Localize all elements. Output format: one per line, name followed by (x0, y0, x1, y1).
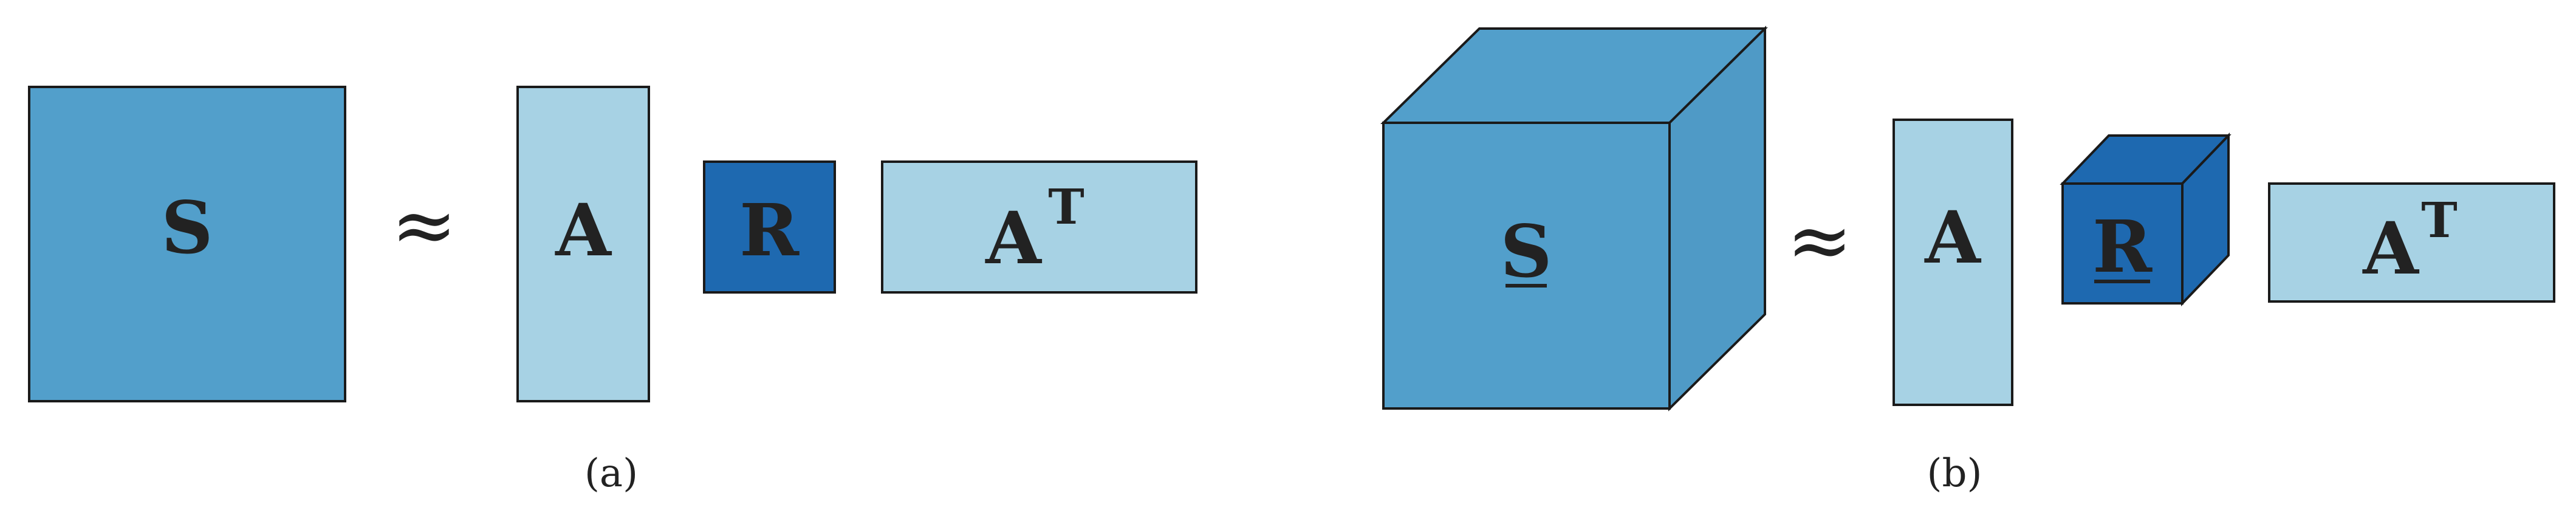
tensor-s-front-face (1382, 122, 1671, 410)
matrix-at-a (881, 160, 1197, 294)
matrix-a-b-label: A (1924, 195, 1981, 280)
matrix-s-a (28, 86, 346, 402)
approx-symbol-a: ≈ (391, 179, 457, 271)
matrix-a-a-label: A (555, 188, 612, 272)
matrix-at-b (2268, 182, 2555, 303)
matrix-a-b (1893, 119, 2013, 406)
panel-b: S ≈ A R A T (b) (1380, 26, 2555, 496)
panel-a: S ≈ A R A T (a) (28, 86, 1197, 496)
caption-a: (a) (584, 451, 638, 496)
matrix-r-a-label: R (739, 188, 800, 272)
matrix-at-a-label: A (985, 196, 1042, 280)
matrix-s-a-label: S (161, 185, 213, 270)
matrix-a-a (516, 86, 650, 402)
matrix-at-b-label: A (2362, 206, 2419, 291)
matrix-at-a-superscript: T (1048, 178, 1084, 235)
matrix-r-a (703, 160, 836, 294)
tensor-r-front-face (2061, 182, 2184, 305)
approx-symbol-b: ≈ (1787, 194, 1853, 286)
tensor-s-label: S (1500, 209, 1552, 294)
tensor-r-label: R (2092, 204, 2153, 289)
caption-b: (b) (1927, 451, 1982, 496)
tensor-s-cube (1380, 26, 1768, 412)
tensor-r-cube (2060, 133, 2232, 306)
matrix-at-b-superscript: T (2421, 191, 2458, 249)
